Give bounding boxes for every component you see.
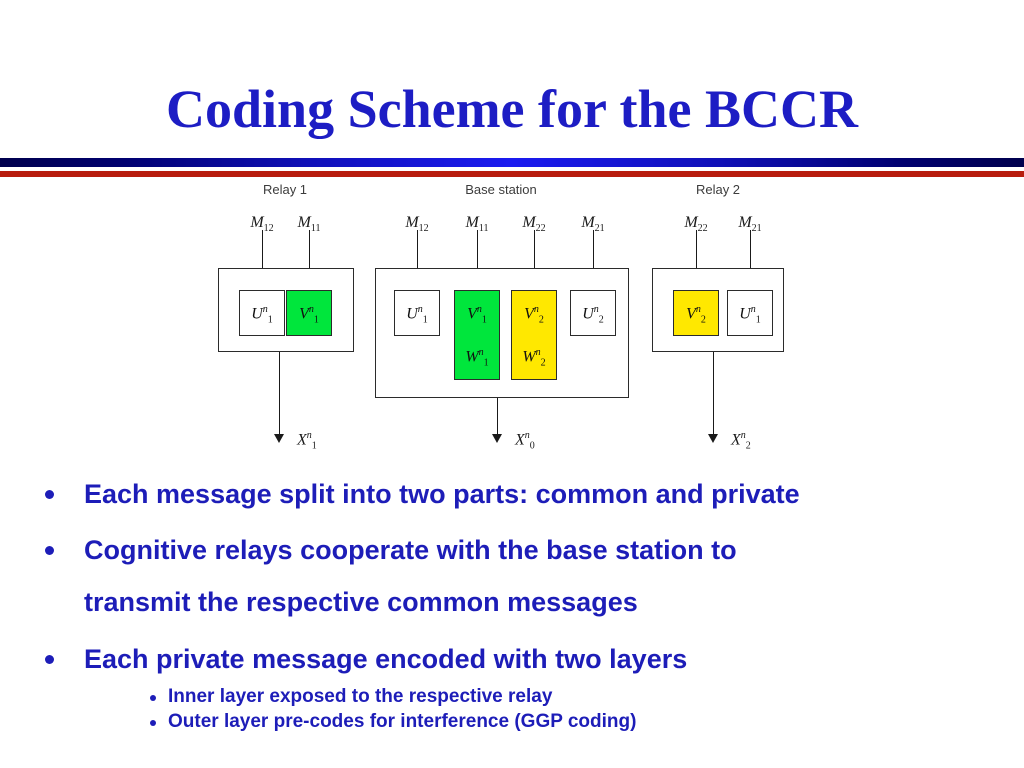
relay-2-cell-u1: Un1 <box>727 290 773 336</box>
coding-scheme-diagram: Relay 1 Base station Relay 2 M12 M11 M12… <box>0 178 1024 468</box>
output-label-x1: Xn1 <box>297 430 317 452</box>
output-arrow-head-x1 <box>274 434 284 443</box>
input-arrow-line-relay2-m22 <box>696 230 698 286</box>
input-label-relay2-m21: M21 <box>738 214 762 235</box>
input-label-relay1-m11: M11 <box>297 214 321 235</box>
output-label-x0: Xn0 <box>515 430 535 452</box>
page-title: Coding Scheme for the BCCR <box>166 79 858 139</box>
group-title-base-station: Base station <box>465 182 537 197</box>
bullet-item-2: Cognitive relays cooperate with the base… <box>84 535 737 565</box>
bullet-item-3: Each private message encoded with two la… <box>84 644 688 674</box>
input-label-relay2-m22: M22 <box>684 214 708 235</box>
bullet-item-2-continuation: transmit the respective common messages <box>84 587 638 617</box>
input-arrow-line-relay2-m21 <box>750 230 752 286</box>
bullet-dot-1 <box>45 490 54 499</box>
base-station-cell-u1: Un1 <box>394 290 440 336</box>
divider-red-bar <box>0 171 1024 177</box>
output-label-x2: Xn2 <box>731 430 751 452</box>
bullet-dot-3 <box>45 655 54 664</box>
input-label-base-m12: M12 <box>405 214 429 235</box>
input-label-base-m11: M11 <box>465 214 489 235</box>
input-arrow-line-base-m11 <box>477 230 479 286</box>
output-arrow-head-x0 <box>492 434 502 443</box>
divider-blue-bar <box>0 158 1024 167</box>
sub-bullet-dot-2 <box>150 720 156 726</box>
input-label-base-m21: M21 <box>581 214 605 235</box>
output-arrow-line-x0 <box>497 398 499 436</box>
group-title-relay-1: Relay 1 <box>262 182 308 197</box>
output-arrow-head-x2 <box>708 434 718 443</box>
sub-bullet-item-2: Outer layer pre-codes for interference (… <box>168 711 637 732</box>
relay-1-cell-v1: Vn1 <box>286 290 332 336</box>
output-arrow-line-x2 <box>713 352 715 436</box>
input-label-relay1-m12: M12 <box>250 214 274 235</box>
relay-1-cell-u1: Un1 <box>239 290 285 336</box>
sub-bullet-item-1: Inner layer exposed to the respective re… <box>168 686 553 707</box>
input-arrow-line-base-m12 <box>417 230 419 286</box>
bullet-item-1: Each message split into two parts: commo… <box>84 479 800 509</box>
bullet-dot-2 <box>45 546 54 555</box>
base-station-cell-v2-w2: Vn2 Wn2 <box>511 290 557 380</box>
base-station-cell-v1-w1: Vn1 Wn1 <box>454 290 500 380</box>
output-arrow-line-x1 <box>279 352 281 436</box>
base-station-cell-u2: Un2 <box>570 290 616 336</box>
sub-bullet-dot-1 <box>150 695 156 701</box>
input-arrow-line-base-m22 <box>534 230 536 286</box>
input-arrow-line-base-m21 <box>593 230 595 286</box>
group-title-relay-2: Relay 2 <box>695 182 741 197</box>
relay-2-cell-v2: Vn2 <box>673 290 719 336</box>
input-arrow-line-relay1-m11 <box>309 230 311 286</box>
input-arrow-line-relay1-m12 <box>262 230 264 286</box>
input-label-base-m22: M22 <box>522 214 546 235</box>
